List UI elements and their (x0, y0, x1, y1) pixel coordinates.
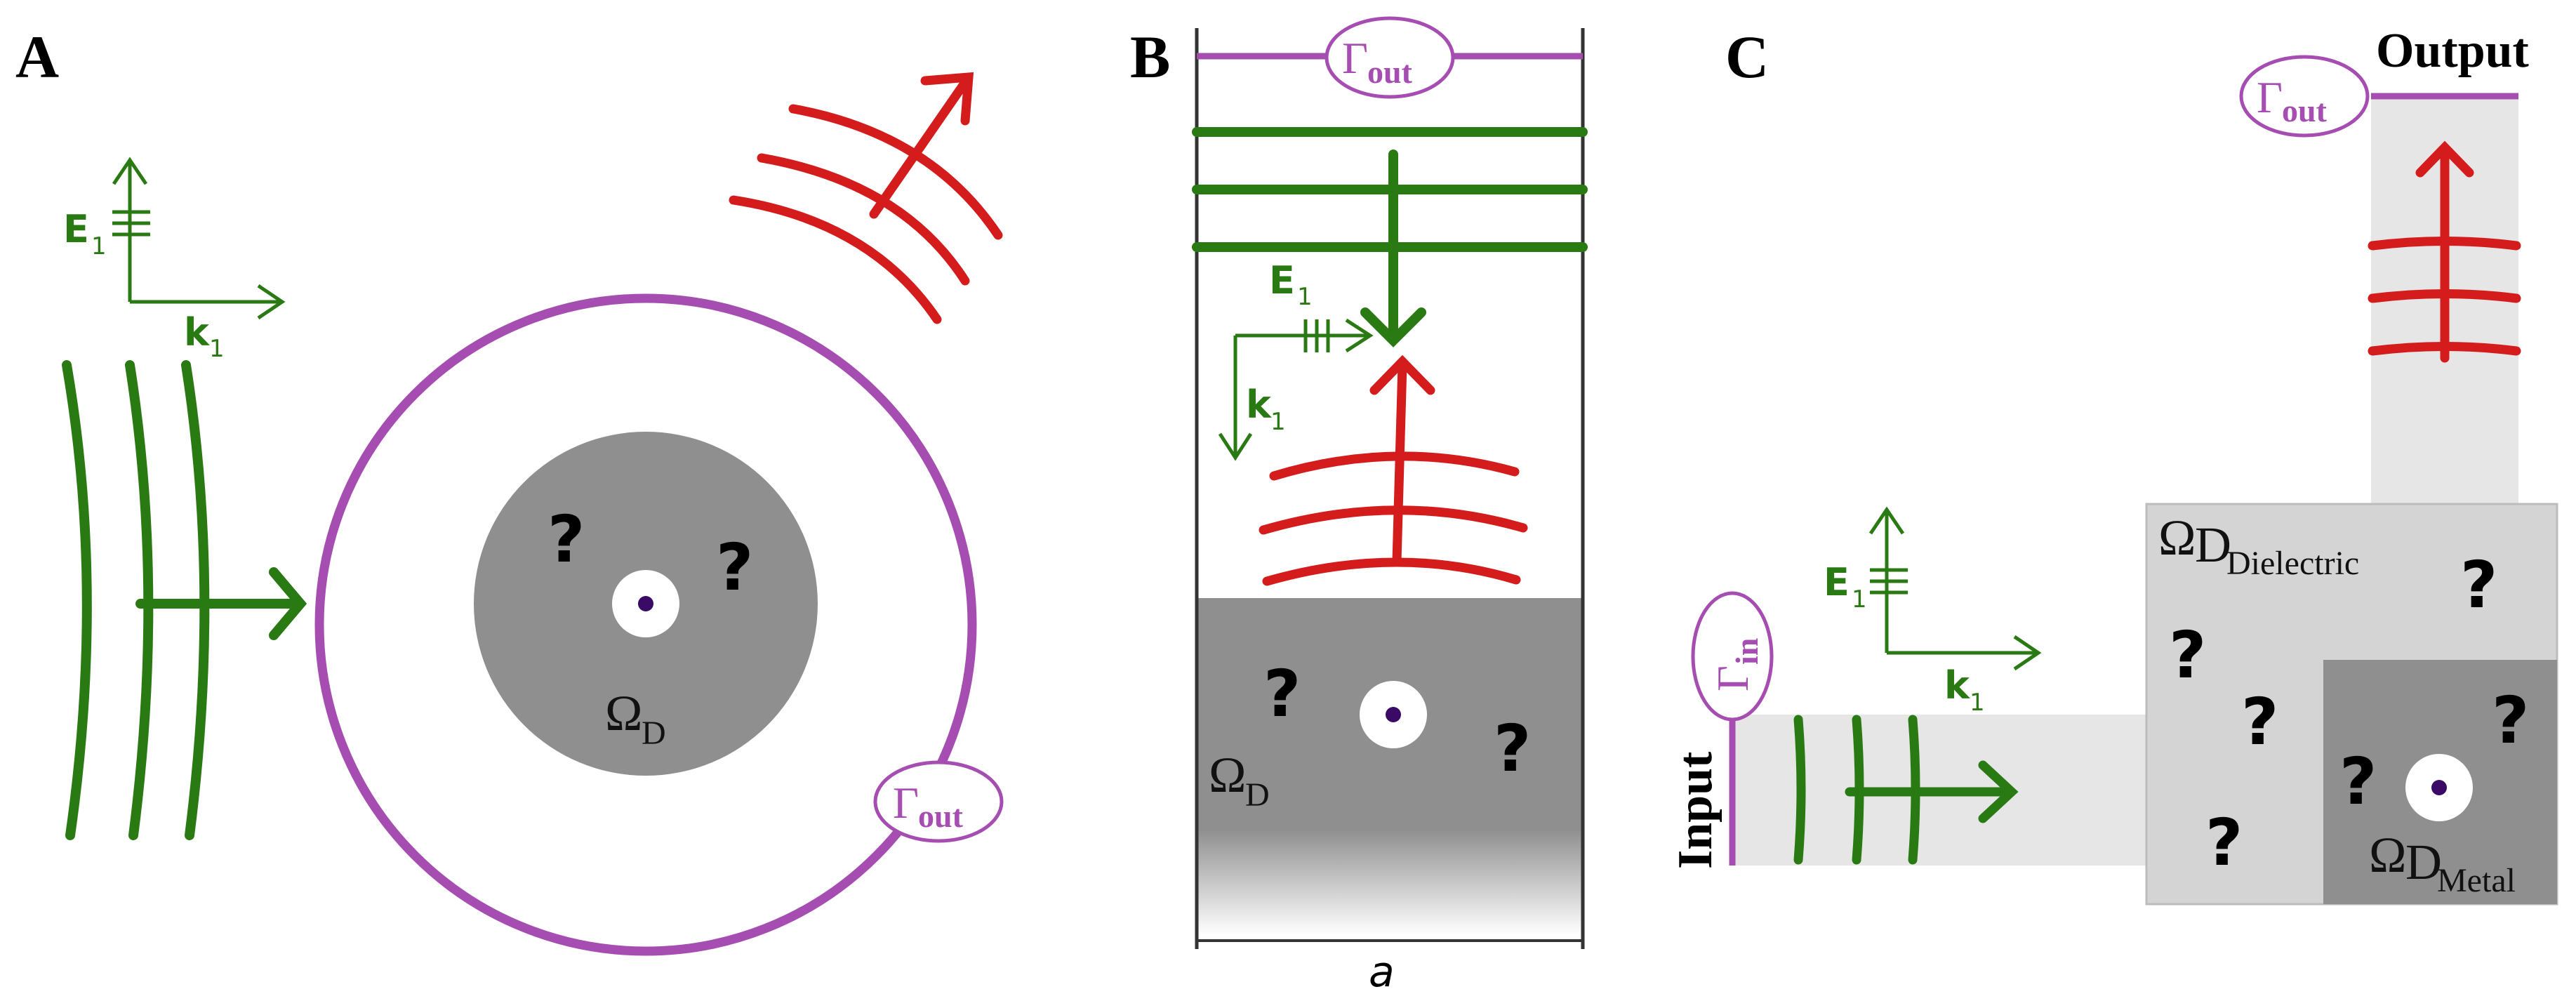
panel-c-center-dot (2431, 780, 2447, 795)
panel-c-question-1: ? (2460, 548, 2497, 623)
panel-b-incident-wave (1192, 127, 1588, 347)
panel-c-question-4: ? (2492, 683, 2529, 758)
panel-c-omega-metal-subscript: Metal (2437, 862, 2516, 899)
panel-c-output-label: Output (2376, 24, 2529, 78)
panel-c: C Output Γ out Input Γ in (1668, 23, 2558, 906)
panel-b-gamma-out-ellipse (1324, 16, 1455, 99)
panel-c-incident-wave (1793, 715, 2019, 865)
panel-c-omega-metal: Ω (2369, 827, 2407, 883)
panel-a-omega-subscript: D (642, 715, 666, 752)
panel-b-omega-subscript: D (1245, 776, 1270, 814)
panel-a: A E 1 k 1 (15, 23, 1004, 956)
panel-c-e-subscript: 1 (1852, 585, 1867, 614)
panel-b-scattered-wave (1259, 354, 1528, 586)
panel-a-gamma-out-subscript: out (918, 798, 964, 834)
panel-c-gamma-in-ellipse (1691, 591, 1774, 722)
panel-c-gamma-out-subscript: out (2282, 93, 2328, 128)
panel-b-omega: Ω (1209, 747, 1247, 803)
panel-b-question-2: ? (1494, 711, 1531, 786)
panel-c-k-subscript: 1 (1970, 689, 1985, 717)
panel-a-center-dot (638, 596, 653, 611)
panel-b-period-label: a (1369, 948, 1395, 997)
panel-b-fade-region (1197, 830, 1583, 935)
panel-a-omega: Ω (605, 685, 643, 741)
panel-b-field-axes (1218, 318, 1374, 461)
panel-a-field-axes (112, 157, 286, 320)
panel-b-gamma-out-subscript: out (1367, 54, 1413, 90)
panel-a-outer-boundary (314, 293, 977, 956)
panel-b-e-label: E (1269, 258, 1295, 303)
panel-c-field-axes (1868, 506, 2042, 671)
panel-c-question-2: ? (2169, 618, 2206, 693)
panel-a-gamma-out: Γ (893, 778, 919, 828)
panel-a-e-subscript: 1 (91, 232, 107, 260)
panel-c-omega-dielectric: Ω (2158, 510, 2196, 566)
panel-a-scattered-wave (729, 72, 1003, 324)
panel-a-gamma-out-ellipse (873, 760, 1004, 843)
panel-a-question-1: ? (547, 502, 585, 577)
panel-b-k-subscript: 1 (1270, 408, 1286, 436)
panel-c-omega-metal-d: D (2405, 834, 2442, 890)
panel-b: B Γ out E 1 k (1130, 16, 1588, 997)
panel-c-e-label: E (1824, 560, 1850, 604)
panel-c-k-label: k (1944, 663, 1970, 708)
panel-c-omega-dielectric-d: D (2195, 517, 2231, 573)
panel-c-question-6: ? (2205, 805, 2243, 880)
panel-a-k-subscript: 1 (209, 335, 225, 363)
panel-a-question-2: ? (716, 530, 753, 605)
panel-b-gamma-out: Γ (1342, 33, 1368, 83)
panel-a-incident-wave (62, 360, 307, 840)
panel-c-question-5: ? (2339, 744, 2377, 819)
panel-c-scattered-wave (2368, 140, 2521, 363)
panel-c-input-label: Input (1668, 752, 1722, 869)
panel-c-omega-dielectric-subscript: Dielectric (2226, 545, 2359, 582)
panel-c-letter: C (1725, 23, 1769, 91)
panel-c-gamma-out: Γ (2257, 72, 2283, 122)
panel-c-gamma-out-ellipse (2239, 55, 2370, 138)
panel-c-gamma-in-subscript: in (1729, 638, 1765, 665)
panel-b-center-dot (1386, 707, 1401, 722)
panel-b-question-1: ? (1263, 656, 1301, 731)
panel-a-k-label: k (184, 310, 210, 354)
panel-b-k-label: k (1246, 383, 1272, 427)
panel-b-e-subscript: 1 (1297, 283, 1313, 311)
panel-a-e-label: E (63, 207, 89, 251)
panel-c-question-3: ? (2241, 684, 2278, 760)
panel-b-letter: B (1130, 23, 1170, 91)
panel-c-gamma-in: Γ (1708, 665, 1758, 691)
panel-a-letter: A (15, 23, 59, 91)
